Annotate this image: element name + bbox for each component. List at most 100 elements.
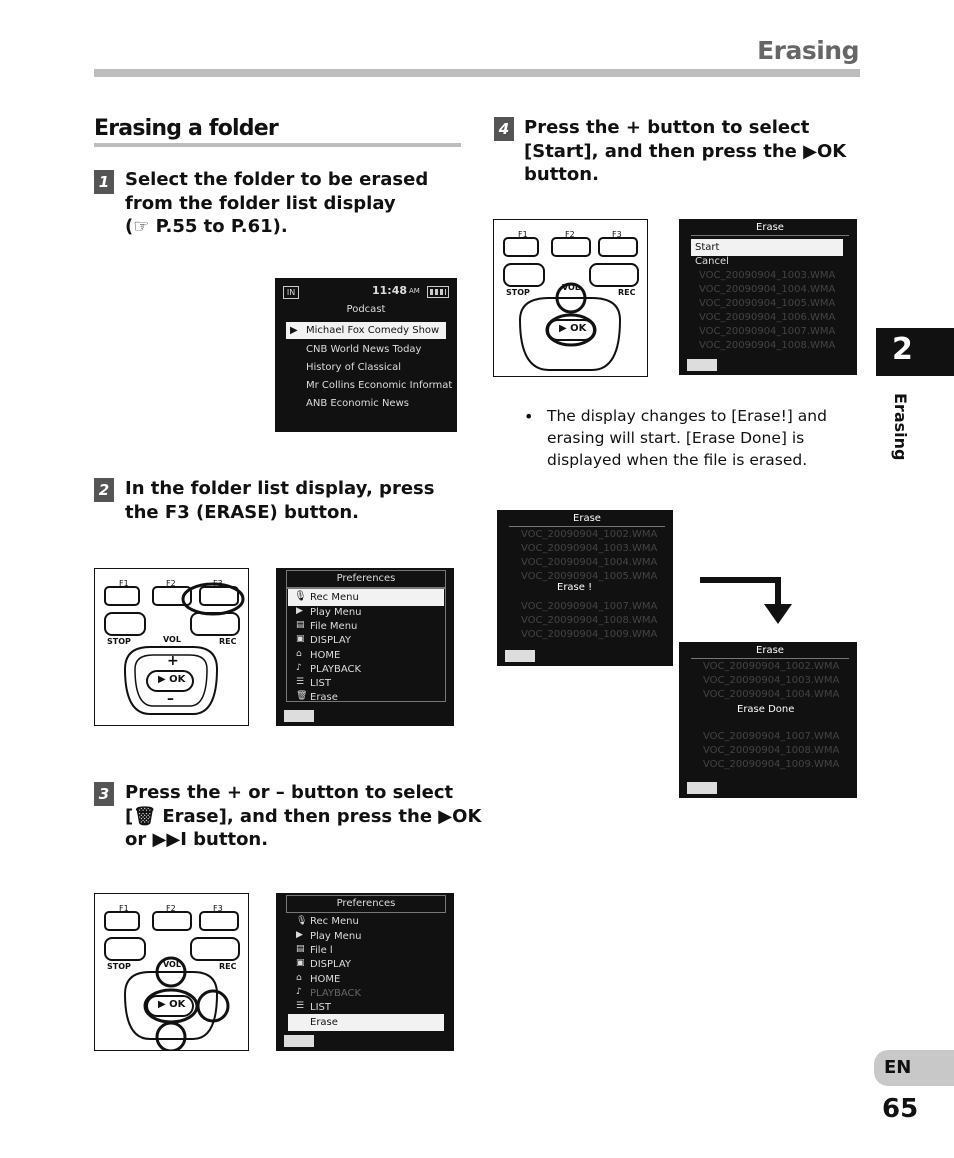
play-icon: ▶ (290, 325, 298, 336)
bullet-line: displayed when the file is erased. (547, 451, 808, 469)
step-2-text: In the folder list display, press the F3… (125, 477, 434, 524)
header-rule (94, 69, 860, 77)
music-note-icon: ♪ (296, 663, 302, 673)
menu-item[interactable]: Erase (310, 692, 338, 703)
list-icon: ☰ (296, 1001, 305, 1011)
stop-label: STOP (506, 288, 530, 297)
file-row: VOC_20090904_1004.WMA (521, 557, 658, 568)
side-label-text: Erasing (891, 393, 910, 461)
file-row: VOC_20090904_1005.WMA (521, 571, 658, 582)
preferences-screen: Preferences Rec Menu Play Menu File Menu… (276, 568, 454, 726)
bullet-dot: • (524, 407, 534, 426)
file-row: VOC_20090904_1007.WMA (699, 326, 836, 337)
rec-label: REC (618, 288, 636, 297)
folder-item[interactable]: History of Classical (306, 362, 402, 373)
f3-label: F3 (213, 904, 223, 913)
menu-item[interactable]: HOME (310, 650, 341, 661)
language-badge: EN (874, 1050, 954, 1086)
file-row: VOC_20090904_1009.WMA (521, 629, 658, 640)
list-icon: ☰ (296, 677, 305, 687)
screen-heading: Preferences (286, 895, 446, 913)
vcva-icon (284, 1035, 314, 1047)
device-illustration: F1 F2 F3 STOP VOL REC + ▶ OK – (94, 568, 249, 726)
device-illustration: F1 F2 F3 STOP VOL REC ▶ OK (493, 219, 648, 377)
side-label: Erasing (890, 393, 912, 463)
menu-item[interactable]: HOME (310, 974, 341, 985)
menu-item[interactable]: LIST (310, 1002, 331, 1013)
menu-item[interactable]: LIST (310, 678, 331, 689)
file-row: VOC_20090904_1007.WMA (703, 731, 840, 742)
vcva-icon (687, 359, 717, 371)
page-header-title: Erasing (757, 36, 859, 65)
menu-item[interactable]: DISPLAY (310, 635, 352, 646)
recorder-buttons-svg (104, 582, 245, 715)
f1-label: F1 (518, 230, 528, 239)
mic-icon: 🎙 (294, 591, 307, 602)
erase-done-message: Erase Done (737, 704, 795, 715)
folder-item[interactable]: ANB Economic News (306, 398, 409, 409)
display-icon: ▣ (296, 958, 305, 968)
section-title: Erasing a folder (94, 116, 279, 141)
file-row: VOC_20090904_1006.WMA (699, 312, 836, 323)
step-line: Press the + or – button to select (125, 782, 454, 803)
start-option[interactable]: Start (691, 239, 843, 256)
page-number: 65 (882, 1094, 919, 1124)
step-line: [Start], and then press the ▶OK (524, 140, 847, 162)
step-number: 3 (94, 782, 114, 806)
file-row: VOC_20090904_1009.WMA (703, 759, 840, 770)
menu-item[interactable]: PLAYBACK (310, 664, 362, 675)
menu-item-selected[interactable]: Erase (288, 1014, 444, 1031)
file-icon: ▤ (296, 944, 305, 954)
menu-item[interactable]: File Menu (310, 621, 358, 632)
menu-frame (286, 588, 446, 702)
trash-icon: 🗑 (296, 691, 308, 701)
screen-heading: Erase (691, 644, 849, 659)
menu-item[interactable]: Play Menu (310, 607, 362, 618)
menu-item[interactable]: File l (310, 945, 333, 956)
step-line: (☞ P.55 to P.61). (125, 216, 288, 237)
vcva-icon (687, 782, 717, 794)
language-code: EN (884, 1057, 912, 1078)
screen-heading: Preferences (286, 570, 446, 588)
plus-label: + (167, 653, 179, 669)
menu-item[interactable]: Play Menu (310, 931, 362, 942)
file-row: VOC_20090904_1002.WMA (521, 529, 658, 540)
step-1-text: Select the folder to be erased from the … (125, 168, 428, 239)
step-4-text: Press the + button to select [Start], an… (524, 116, 846, 187)
step-line: the F3 (ERASE) button. (125, 501, 359, 523)
file-row: VOC_20090904_1003.WMA (521, 543, 658, 554)
vol-label: VOL (562, 283, 580, 292)
preferences-screen-erase: Preferences Rec Menu Play Menu File l DI… (276, 893, 454, 1051)
folder-item[interactable]: CNB World News Today (306, 344, 422, 355)
vcva-icon (505, 650, 535, 662)
chapter-number: 2 (892, 332, 913, 367)
file-row: VOC_20090904_1002.WMA (703, 661, 840, 672)
folder-list-screen: IN 11:48 AM Podcast ▶ Michael Fox Comedy… (275, 278, 457, 432)
rec-label: REC (219, 637, 237, 646)
f1-label: F1 (119, 579, 129, 588)
menu-item[interactable]: PLAYBACK (310, 988, 362, 999)
vcva-icon (284, 710, 314, 722)
bullet-line: erasing will start. [Erase Done] is (547, 429, 805, 447)
file-row: VOC_20090904_1003.WMA (699, 270, 836, 281)
file-row: VOC_20090904_1003.WMA (703, 675, 840, 686)
step-line: [🗑 Erase], and then press the ▶OK (125, 805, 482, 827)
menu-item[interactable]: Rec Menu (310, 916, 359, 927)
folder-item-selected[interactable]: ▶ Michael Fox Comedy Show (286, 322, 446, 339)
file-row: VOC_20090904_1004.WMA (703, 689, 840, 700)
chapter-tab: 2 (876, 328, 954, 376)
step-number: 1 (94, 170, 114, 194)
menu-item-selected[interactable]: Rec Menu (288, 589, 444, 606)
ok-button-label: ▶ OK (158, 999, 186, 1010)
file-row: VOC_20090904_1008.WMA (703, 745, 840, 756)
folder-item[interactable]: Mr Collins Economic Informat (306, 380, 453, 391)
recorder-buttons-svg (104, 911, 240, 1050)
step-line: or ▶▶I button. (125, 829, 269, 850)
menu-item[interactable]: DISPLAY (310, 959, 352, 970)
screen-heading: Erase (509, 512, 665, 527)
cancel-option[interactable]: Cancel (695, 256, 729, 267)
rec-label: REC (219, 962, 237, 971)
screen-heading: Podcast (346, 304, 386, 315)
play-icon: ▶ (296, 930, 303, 940)
home-icon: ⌂ (296, 649, 302, 659)
